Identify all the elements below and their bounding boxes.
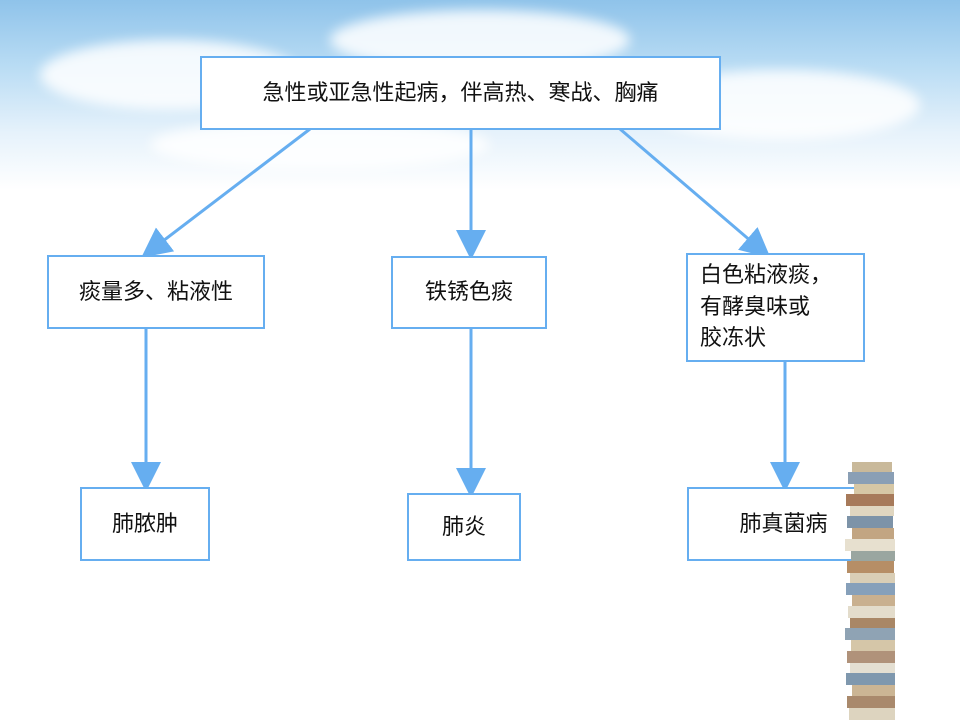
- arrow-root-to-left: [141, 127, 311, 258]
- arrow-root-to-right: [619, 127, 771, 258]
- root-node-label: 急性或亚急性起病，伴高热、寒战、胸痛: [262, 80, 659, 106]
- left-result-label: 肺脓肿: [111, 511, 178, 537]
- center-symptom-label: 铁锈色痰: [424, 280, 513, 305]
- book-stack-icon: [845, 462, 895, 720]
- left-result-node: 肺脓肿: [80, 487, 210, 561]
- root-node: 急性或亚急性起病，伴高热、寒战、胸痛: [200, 56, 721, 130]
- left-symptom-node: 痰量多、粘液性: [47, 255, 265, 329]
- center-symptom-node: 铁锈色痰: [391, 256, 547, 329]
- right-result-label: 肺真菌病: [739, 511, 828, 537]
- center-result-label: 肺炎: [441, 514, 486, 540]
- sky-background: [0, 0, 960, 190]
- center-result-node: 肺炎: [407, 493, 521, 561]
- right-symptom-node: 白色粘液痰， 有酵臭味或 胶冻状: [686, 253, 865, 362]
- left-symptom-label: 痰量多、粘液性: [78, 279, 233, 305]
- right-symptom-label: 白色粘液痰， 有酵臭味或 胶冻状: [700, 262, 833, 352]
